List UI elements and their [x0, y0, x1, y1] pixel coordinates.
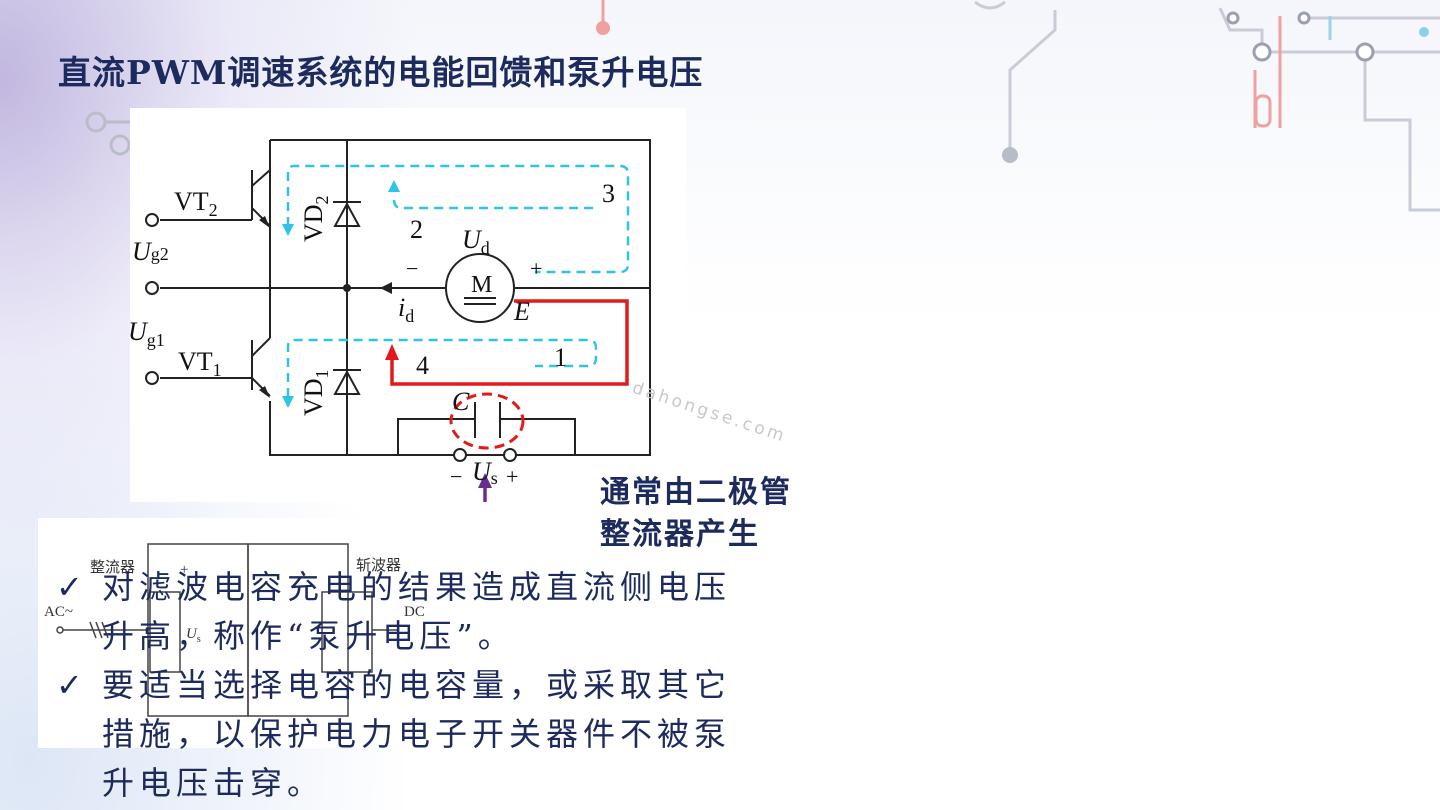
ac-label: AC~ — [44, 604, 73, 620]
motor-label: M — [471, 272, 492, 298]
check-icon: ✓ — [56, 568, 88, 606]
circuit2-plus: + — [180, 562, 188, 578]
vd1-label: VD1 — [299, 369, 332, 416]
source-minus: − — [450, 464, 462, 489]
circuit-diagram: VT2 VT1 Ug2 Ug1 VD2 VD1 Ud M id E C Us −… — [130, 108, 686, 502]
rectifier-chopper-diagram: 整流器 斩波器 AC~ DC Us + — [38, 518, 436, 748]
callout-note: 通常由二极管 整流器产生 — [600, 472, 792, 556]
rectifier-label: 整流器 — [90, 559, 135, 576]
vd2-label: VD2 — [299, 195, 332, 242]
source-plus: + — [506, 464, 518, 489]
ug2-label: Ug2 — [132, 237, 169, 266]
chopper-label: 斩波器 — [356, 557, 401, 574]
path-2-label: 2 — [410, 215, 423, 244]
us-label: Us — [472, 457, 498, 488]
bullet-text-line: 升电压击穿。 — [102, 764, 325, 802]
bullet-item: ✓ 对滤波电容充电的结果造成直流侧电压 升高，称作“泵升电压”。 — [56, 563, 816, 661]
dc-label: DC — [404, 604, 425, 620]
ud-label: Ud — [462, 225, 490, 258]
path-4-label: 4 — [416, 351, 429, 380]
bullet-text-line: 升高，称作“泵升电压”。 — [102, 617, 515, 655]
c-label: C — [452, 387, 470, 416]
callout-line-2: 整流器产生 — [600, 517, 760, 552]
circuit2-us-label: Us — [186, 626, 201, 645]
check-icon: ✓ — [56, 666, 88, 704]
bullet-text-line: 措施，以保护电力电子开关器件不被泵 — [102, 715, 732, 753]
bullet-text-line: 对滤波电容充电的结果造成直流侧电压 — [102, 568, 732, 606]
bullet-item: ✓ 要适当选择电容的电容量，或采取其它 措施，以保护电力电子开关器件不被泵 升电… — [56, 661, 816, 808]
bullet-text-line: 要适当选择电容的电容量，或采取其它 — [102, 666, 732, 704]
page-title: 直流PWM调速系统的电能回馈和泵升电压 — [58, 53, 704, 92]
ug1-label: Ug1 — [130, 317, 165, 350]
bullet-list: ✓ 对滤波电容充电的结果造成直流侧电压 升高，称作“泵升电压”。 ✓ 要适当选择… — [56, 563, 816, 808]
motor-plus: + — [530, 256, 542, 281]
path-1-label: 1 — [554, 343, 567, 372]
id-label: id — [398, 293, 414, 326]
motor-minus: − — [406, 256, 418, 281]
e-label: E — [513, 297, 530, 326]
vt2-label: VT2 — [174, 187, 218, 220]
vt1-label: VT1 — [178, 347, 222, 380]
path-3-label: 3 — [602, 179, 615, 208]
callout-line-1: 通常由二极管 — [600, 475, 792, 510]
